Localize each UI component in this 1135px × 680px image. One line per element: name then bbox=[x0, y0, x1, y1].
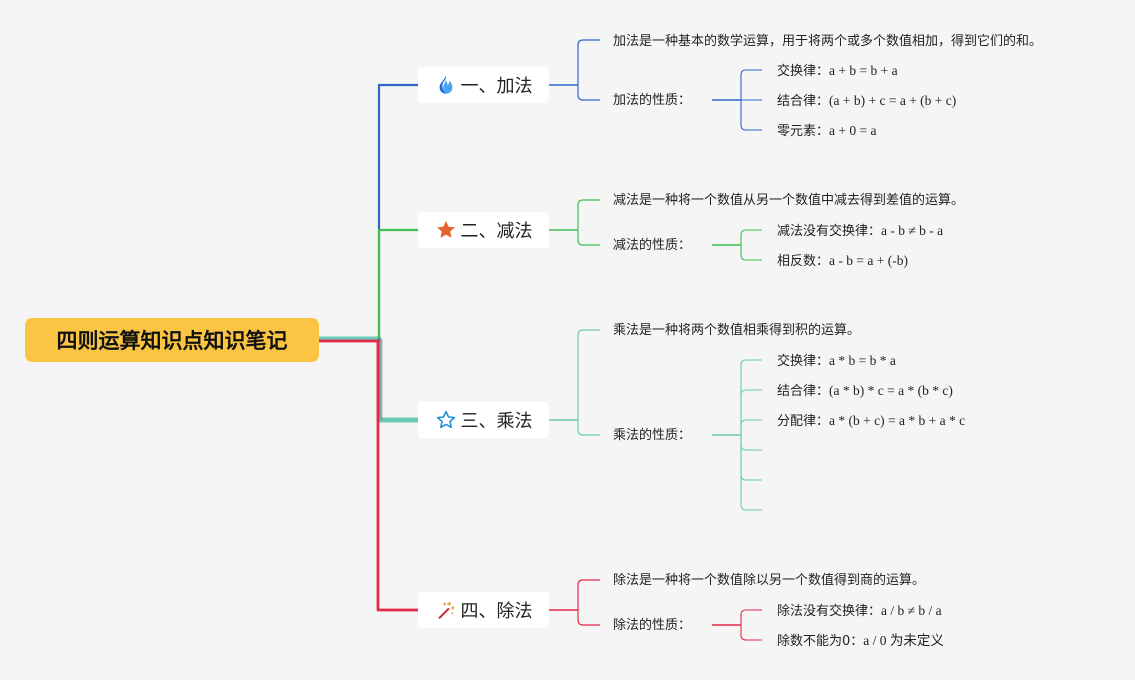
root-connector-multiplication bbox=[319, 336, 418, 423]
leaf-connector-2-5 bbox=[740, 435, 762, 511]
leaf-connector-3-1 bbox=[740, 625, 762, 641]
definition-connector-3 bbox=[577, 579, 600, 610]
leaf-connector-0-0 bbox=[740, 69, 762, 100]
fire-icon bbox=[435, 74, 457, 96]
branch-subtraction[interactable]: 二、减法 bbox=[418, 212, 549, 248]
branch-multiplication[interactable]: 三、乘法 bbox=[418, 402, 549, 438]
division-property: 除法没有交换律：a / b ≠ b / a bbox=[777, 603, 942, 619]
property-connector-1 bbox=[577, 230, 600, 246]
branch-division[interactable]: 四、除法 bbox=[418, 592, 549, 628]
subtraction-property: 减法没有交换律：a - b ≠ b - a bbox=[777, 223, 944, 239]
multiplication-definition: 乘法是一种将两个数值相乘得到积的运算。 bbox=[613, 323, 861, 338]
property-connector-2 bbox=[577, 420, 600, 436]
leaf-connector-2-3 bbox=[740, 435, 762, 451]
branch-label: 三、乘法 bbox=[460, 411, 533, 432]
division-properties-label: 除法的性质： bbox=[613, 618, 692, 633]
star-icon bbox=[435, 219, 457, 241]
leaf-connector-0-2 bbox=[740, 100, 762, 131]
leaf-connector-3-0 bbox=[740, 609, 762, 625]
branch-label: 二、减法 bbox=[460, 221, 533, 242]
leaf-connector-1-0 bbox=[740, 229, 762, 245]
leaf-connector-2-1 bbox=[740, 389, 762, 435]
subtraction-properties-label: 减法的性质： bbox=[613, 238, 692, 253]
definition-connector-2 bbox=[577, 329, 600, 420]
division-definition: 除法是一种将一个数值除以另一个数值得到商的运算。 bbox=[613, 573, 926, 588]
subtraction-definition: 减法是一种将一个数值从另一个数值中减去得到差值的运算。 bbox=[613, 193, 965, 208]
root-title: 四则运算知识点知识笔记 bbox=[56, 329, 288, 353]
leaf-connector-2-2 bbox=[740, 419, 762, 435]
branch-label: 一、加法 bbox=[460, 76, 533, 97]
definition-connector-1 bbox=[577, 199, 600, 230]
multiplication-property: 交换律：a * b = b * a bbox=[777, 353, 896, 369]
multiplication-property: 分配律：a * (b + c) = a * b + a * c bbox=[777, 413, 966, 429]
definition-connector-0 bbox=[577, 39, 600, 85]
multiplication-properties-label: 乘法的性质： bbox=[613, 428, 692, 443]
root-topic[interactable]: 四则运算知识点知识笔记 bbox=[25, 318, 319, 362]
division-property: 除数不能为0：a / 0 为未定义 bbox=[777, 633, 944, 649]
property-connector-3 bbox=[577, 610, 600, 626]
branch-label: 四、除法 bbox=[460, 601, 533, 622]
root-connector-addition bbox=[319, 83, 418, 343]
addition-property: 交换律：a + b = b + a bbox=[777, 63, 898, 79]
leaf-connector-2-4 bbox=[740, 435, 762, 481]
star-outline-icon bbox=[435, 409, 457, 431]
root-connector-division bbox=[319, 339, 418, 612]
addition-property: 结合律：(a + b) + c = a + (b + c) bbox=[777, 93, 957, 109]
magic-wand-icon bbox=[435, 599, 457, 621]
leaf-connector-2-0 bbox=[740, 359, 762, 435]
branch-addition[interactable]: 一、加法 bbox=[418, 67, 549, 103]
multiplication-property: 结合律：(a * b) * c = a * (b * c) bbox=[777, 383, 953, 399]
property-connector-0 bbox=[577, 85, 600, 101]
addition-property: 零元素：a + 0 = a bbox=[777, 123, 877, 139]
addition-properties-label: 加法的性质： bbox=[613, 93, 692, 108]
root-connector-subtraction bbox=[377, 228, 418, 339]
subtraction-property: 相反数：a - b = a + (-b) bbox=[777, 253, 908, 269]
addition-definition: 加法是一种基本的数学运算，用于将两个或多个数值相加，得到它们的和。 bbox=[613, 34, 1043, 49]
leaf-connector-1-1 bbox=[740, 245, 762, 261]
